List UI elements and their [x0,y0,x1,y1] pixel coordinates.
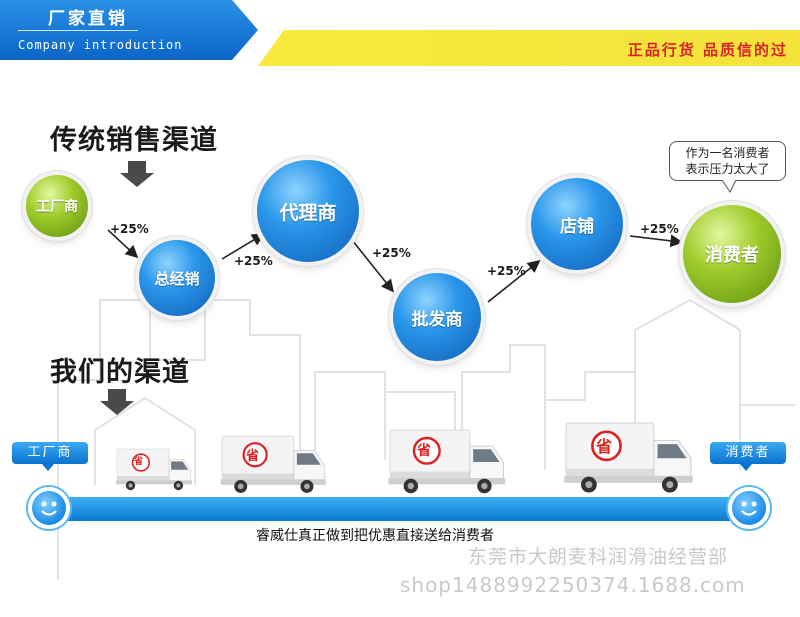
smiley-face-icon [41,501,57,516]
our-channel-title: 我们的渠道 [50,357,190,388]
markup-label: +25% [372,246,411,260]
speech-bubble-line: 表示压力太大了 [685,162,770,176]
channel-road [30,497,770,521]
header-subtitle: Company introduction [18,38,183,52]
speech-bubble-tail [721,180,737,193]
down-arrow-icon [100,389,134,415]
down-arrow-icon [120,161,154,187]
node-wholesaler: 批发商 [393,273,481,361]
end-label: 消费者 [710,442,786,464]
markup-label: +25% [640,222,679,236]
start-label: 工厂商 [12,442,88,464]
start-label-pointer [42,464,54,471]
shop-name-watermark: 东莞市大朗麦科润滑油经营部 [468,546,729,568]
node-general-distributor: 总经销 [139,240,215,316]
speech-bubble: 作为一名消费者 表示压力太大了 [669,141,786,181]
shop-url-watermark: shop1488992250374.1688.com [400,573,746,597]
smiley-icon [28,487,70,529]
header-title: 厂家直销 [48,9,128,29]
end-label-pointer [740,464,752,471]
header-divider [18,30,138,31]
node-consumer: 消费者 [683,205,781,303]
slogan-banner [258,30,800,66]
road-caption: 睿威仕真正做到把优惠直接送给消费者 [256,528,494,544]
smiley-icon [728,487,770,529]
traditional-channel-title: 传统销售渠道 [50,125,218,156]
slogan-text: 正品行货 品质信的过 [627,41,788,59]
truck-sign: 省 [596,437,613,456]
truck-sign: 省 [417,443,431,459]
markup-label: +25% [110,222,149,236]
speech-bubble-line: 作为一名消费者 [685,146,770,160]
smiley-face-icon [741,501,757,516]
node-factory: 工厂商 [26,175,88,237]
markup-label: +25% [487,264,526,278]
truck-sign: 省 [246,449,260,464]
markup-label: +25% [234,254,273,268]
truck-sign: 省 [134,457,144,467]
node-agent: 代理商 [257,160,359,262]
node-store: 店铺 [531,178,623,270]
